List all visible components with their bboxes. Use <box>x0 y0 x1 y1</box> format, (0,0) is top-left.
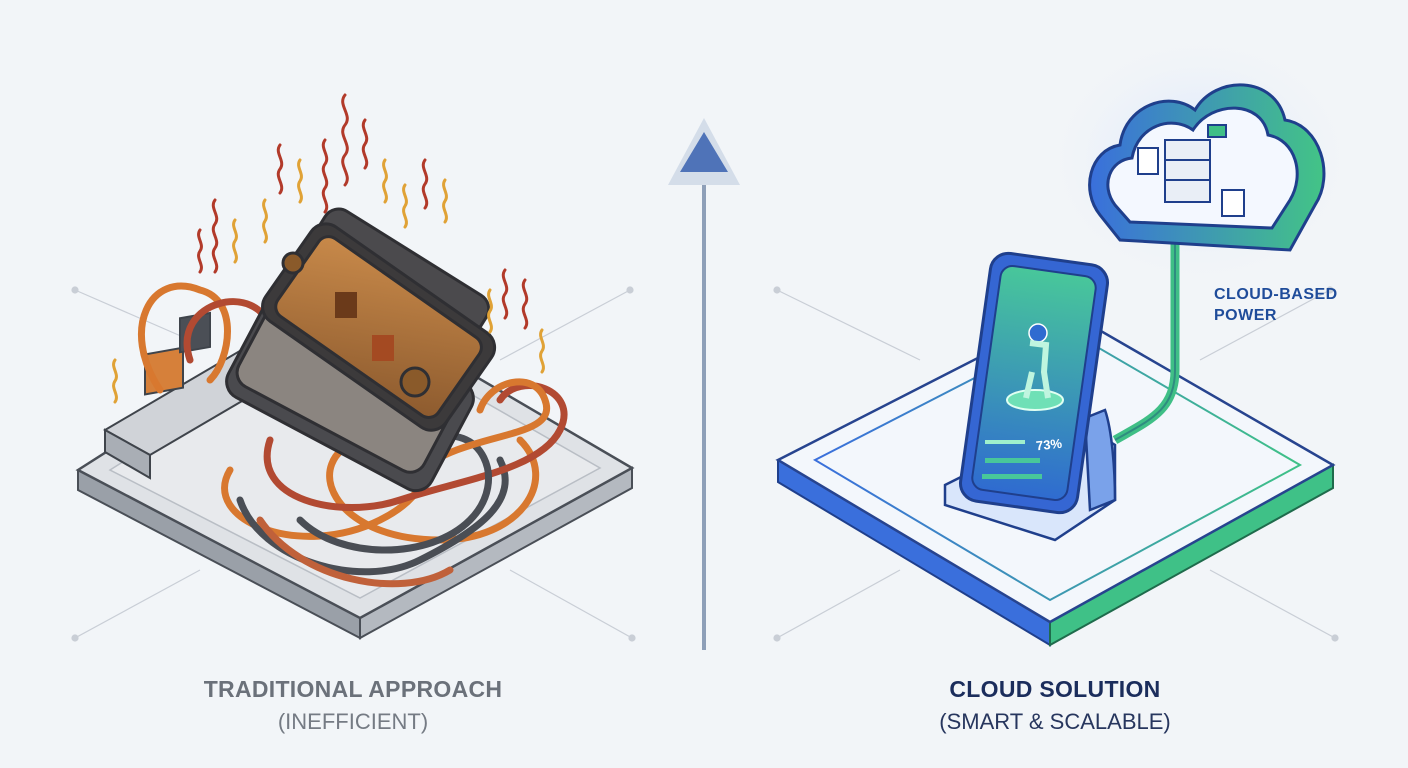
guide-lines <box>71 286 1339 642</box>
cloud-subtitle: (SMART & SCALABLE) <box>939 709 1171 734</box>
phone-on-stand-icon <box>959 251 1109 515</box>
cloud-based-power-label: CLOUD-BASED POWER <box>1214 284 1364 326</box>
phone-screen-value: 73% <box>1035 435 1063 454</box>
traditional-subtitle: (INEFFICIENT) <box>277 709 429 734</box>
cloud-title: CLOUD SOLUTION <box>949 676 1161 702</box>
traditional-title: TRADITIONAL APPROACH <box>203 676 503 702</box>
heat-waves-icon <box>112 93 545 404</box>
cloud-label-text: CLOUD-BASED POWER <box>1214 286 1338 324</box>
cloud-server-icon <box>1088 83 1326 252</box>
traditional-caption: TRADITIONAL APPROACH (INEFFICIENT) <box>103 676 603 735</box>
cloud-caption: CLOUD SOLUTION (SMART & SCALABLE) <box>805 676 1305 735</box>
overheating-phones-icon <box>225 207 497 493</box>
up-arrow-icon <box>668 118 740 650</box>
